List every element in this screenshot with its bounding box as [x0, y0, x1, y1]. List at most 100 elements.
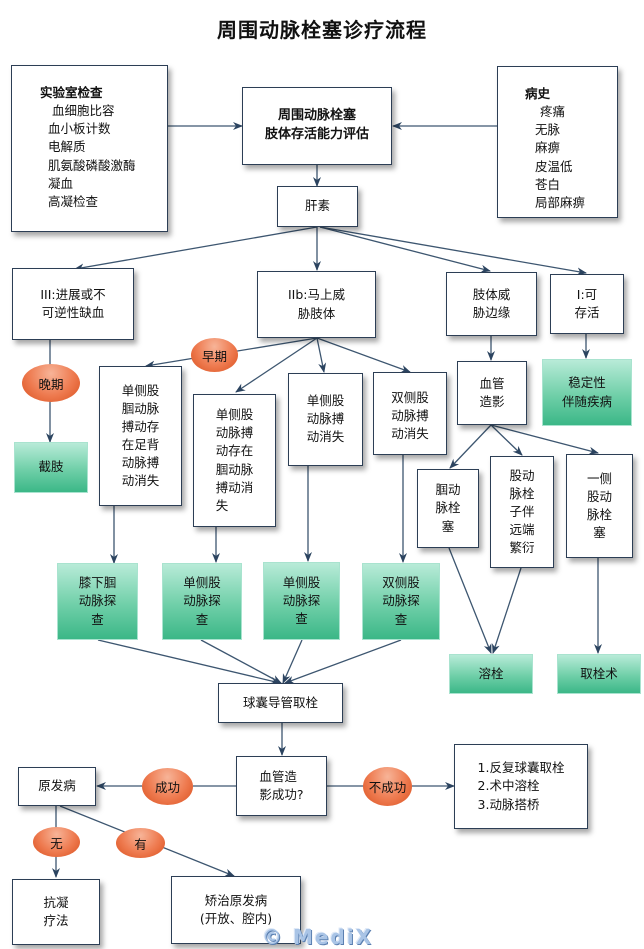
history-item: 皮温低 [535, 158, 573, 174]
class1-label: I:可 存活 [574, 286, 600, 320]
history-item: 苍白 [535, 176, 561, 192]
unilateral-fem-pop-label: 单侧股 动脉搏 动存在 腘动脉 搏动消 失 [215, 407, 254, 513]
early-stage-label: 早期 [191, 338, 238, 372]
unilateral-fem-absent-label: 单侧股 动脉搏 动消失 [306, 393, 345, 445]
lab-test-item: 凝血 [48, 175, 74, 191]
explore-popliteal-label: 膝下腘 动脉探 查 [78, 575, 117, 627]
early-stage-text: 早期 [201, 348, 227, 364]
bilateral-fem-absent-box: 双侧股 动脉搏 动消失 [373, 372, 447, 455]
embolectomy-label: 取栓术 [580, 665, 618, 681]
failure-options-box: 1.反复球囊取栓 2.术中溶栓 3.动脉搭桥 [454, 744, 588, 829]
explore-unilateral-1-label: 单侧股 动脉探 查 [183, 575, 221, 627]
failure-text: 不成功 [368, 780, 407, 795]
explore-bilateral-box: 双侧股 动脉探 查 [362, 563, 440, 640]
history-item: 麻痹 [535, 140, 561, 156]
class2b-box: IIb:马上威 胁肢体 [257, 271, 376, 338]
explore-popliteal-box: 膝下腘 动脉探 查 [57, 563, 138, 640]
arrow-class2b-to-unilateral-fem [316, 337, 327, 373]
arrow-angio-to-popliteal-embolus [449, 424, 492, 469]
arrow-angio-to-unilateral-femoral [490, 424, 599, 455]
arrow-class2b-to-bilateral-fem [316, 337, 411, 373]
balloon-catheter-box: 球囊导管取栓 [218, 683, 343, 723]
page-title: 周围动脉栓塞诊疗流程 [217, 18, 427, 42]
none-text: 无 [50, 835, 63, 851]
thrombolysis-label: 溶栓 [478, 665, 504, 681]
amputation-label: 截肢 [38, 459, 64, 475]
heparin-box: 肝素 [277, 186, 358, 227]
history-item: 疼痛 [540, 104, 566, 120]
primary-disease-label: 原发病 [38, 778, 76, 794]
history-item: 局部麻痹 [535, 194, 586, 210]
assessment-label: 周围动脉栓塞 肢体存活能力评估 [264, 108, 369, 142]
history-box: 病史 疼痛 无脉 麻痹 皮温低 苍白 局部麻痹 [497, 66, 618, 218]
lab-test-item: 电解质 [48, 139, 86, 155]
anticoagulation-label: 抗凝 疗法 [43, 894, 69, 928]
lab-tests-box: 实验室检查 血细胞比容 血小板计数 电解质 肌氨酸磷酸激酶 凝血 高凝检查 [11, 65, 168, 232]
heparin-label: 肝素 [304, 198, 330, 214]
arrow-explore-unilateral-2-to-balloon [282, 639, 303, 684]
failure-label: 不成功 [363, 767, 412, 806]
correct-primary-box: 矫治原发病 (开放、腔内) [171, 876, 301, 944]
class3-box: III:进展或不 可逆性缺血 [12, 268, 134, 340]
success-text: 成功 [154, 780, 180, 795]
popliteal-embolus-label: 腘动 脉栓 塞 [435, 482, 461, 534]
arrow-heparin-to-threatened [319, 226, 491, 273]
history-item: 无脉 [535, 122, 561, 138]
bilateral-fem-absent-label: 双侧股 动脉搏 动消失 [391, 390, 429, 442]
success-label: 成功 [142, 768, 193, 805]
angiography-box: 血管 造影 [457, 361, 527, 425]
stable-comorbidity-label: 稳定性 伴随疾病 [561, 375, 612, 409]
arrow-heparin-to-class3 [74, 226, 318, 272]
arrow-explore-bilateral-to-balloon [284, 639, 402, 684]
arrow-angio-to-femoral-distal [490, 424, 523, 456]
arrow-explore-popliteal-to-balloon [97, 639, 281, 685]
threatened-label: 肢体威 胁边缘 [472, 286, 511, 320]
unilateral-popliteal-box: 单侧股 腘动脉 搏动存 在足背 动脉搏 动消失 [99, 366, 182, 506]
thrombolysis-box: 溶栓 [449, 654, 533, 694]
explore-unilateral-1-box: 单侧股 动脉探 查 [162, 563, 242, 640]
explore-bilateral-label: 双侧股 动脉探 查 [382, 575, 420, 627]
none-label: 无 [33, 827, 80, 857]
explore-unilateral-2-label: 单侧股 动脉探 查 [282, 574, 321, 627]
watermark: © MediX [262, 925, 374, 949]
explore-unilateral-2-box: 单侧股 动脉探 查 [263, 562, 340, 640]
unilateral-femoral-embolus-label: 一侧 股动 脉栓 塞 [586, 470, 612, 541]
femoral-distal-label: 股动 脉栓 子伴 远端 繁衍 [509, 467, 535, 556]
embolectomy-box: 取栓术 [557, 654, 641, 694]
arrow-class2b-to-unilateral-fem-pop [235, 337, 318, 393]
lab-test-item: 高凝检查 [48, 193, 99, 209]
lab-tests-heading: 实验室检查 [40, 85, 103, 100]
femoral-distal-box: 股动 脉栓 子伴 远端 繁衍 [490, 456, 554, 568]
angio-success-box: 血管造 影成功? [236, 756, 327, 816]
class3-label: III:进展或不 可逆性缺血 [40, 286, 106, 320]
lab-test-item: 血细胞比容 [52, 103, 115, 119]
has-text: 有 [134, 836, 147, 852]
arrow-explore-unilateral-1-to-balloon [200, 639, 282, 684]
late-stage-text: 晚期 [38, 376, 64, 392]
late-stage-label: 晚期 [22, 364, 80, 402]
class2b-label: IIb:马上威 胁肢体 [287, 287, 346, 321]
correct-primary-label: 矫治原发病 (开放、腔内) [199, 892, 273, 926]
lab-test-item: 肌氨酸磷酸激酶 [48, 157, 136, 173]
primary-disease-box: 原发病 [18, 767, 96, 806]
arrow-popliteal-embolus-to-thrombolysis [448, 547, 492, 654]
amputation-box: 截肢 [14, 442, 88, 493]
angio-success-label: 血管造 影成功? [259, 768, 304, 802]
unilateral-fem-absent-box: 单侧股 动脉搏 动消失 [288, 373, 363, 466]
failure-options-label: 1.反复球囊取栓 2.术中溶栓 3.动脉搭桥 [477, 760, 565, 812]
threatened-box: 肢体威 胁边缘 [446, 272, 537, 336]
anticoagulation-box: 抗凝 疗法 [12, 879, 100, 945]
history-heading: 病史 [525, 86, 551, 101]
has-label: 有 [116, 828, 165, 858]
assessment-box: 周围动脉栓塞 肢体存活能力评估 [242, 87, 392, 165]
unilateral-femoral-embolus-box: 一侧 股动 脉栓 塞 [566, 454, 633, 558]
balloon-catheter-label: 球囊导管取栓 [242, 694, 318, 710]
unilateral-popliteal-label: 单侧股 腘动脉 搏动存 在足背 动脉搏 动消失 [121, 382, 160, 489]
arrow-femoral-distal-to-thrombolysis [492, 567, 522, 654]
popliteal-embolus-box: 腘动 脉栓 塞 [417, 469, 479, 548]
arrow-heparin-to-class1 [319, 226, 587, 276]
angiography-label: 血管 造影 [479, 375, 505, 409]
stable-comorbidity-box: 稳定性 伴随疾病 [542, 359, 632, 426]
lab-test-item: 血小板计数 [48, 121, 111, 137]
class1-box: I:可 存活 [550, 274, 624, 334]
